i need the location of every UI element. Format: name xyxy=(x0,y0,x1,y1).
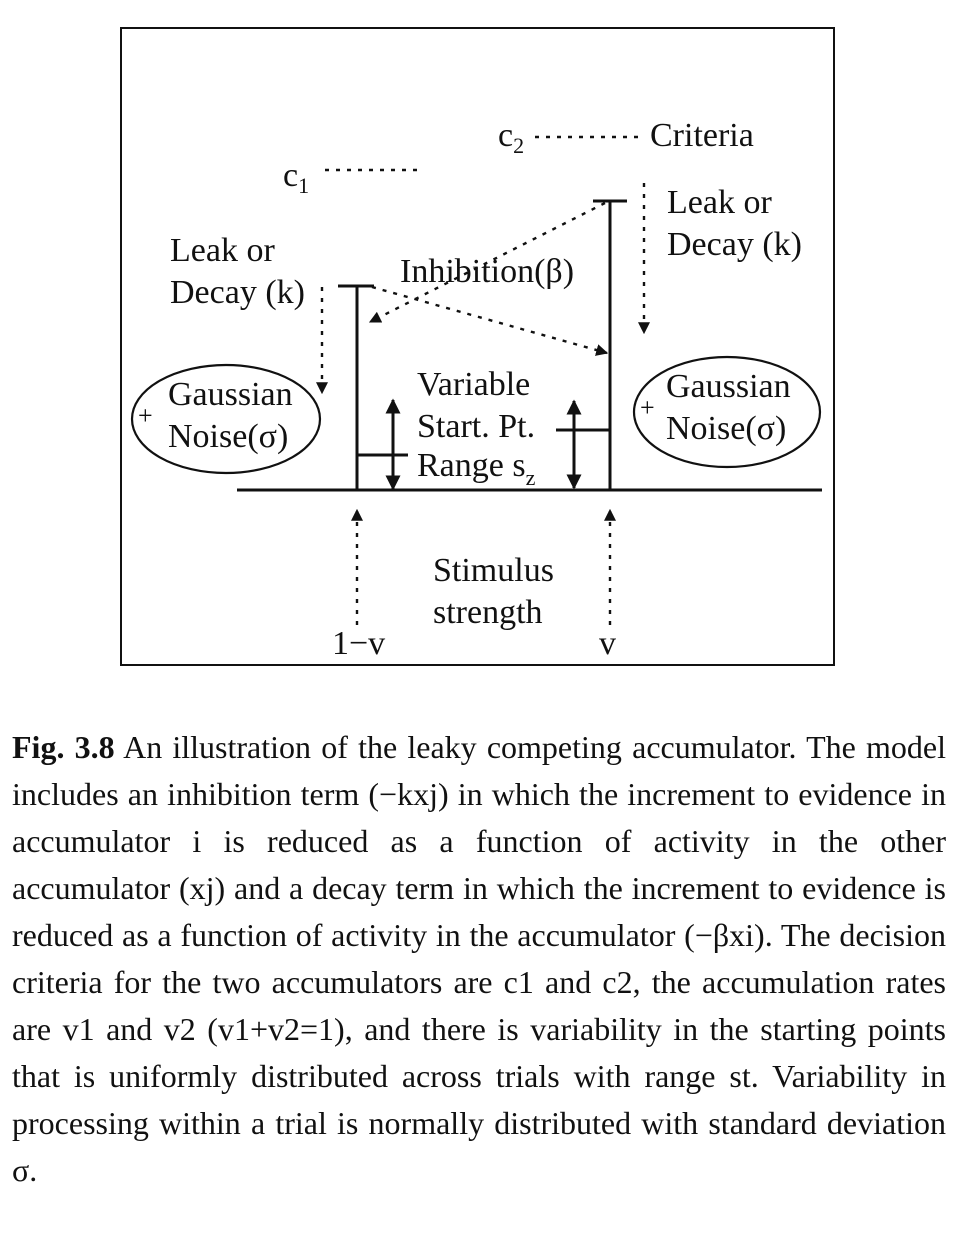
criterion-c1-subscript: 1 xyxy=(298,173,309,198)
figure-caption: Fig. 3.8 An illustration of the leaky co… xyxy=(12,724,946,1194)
caption-label: Fig. 3.8 xyxy=(12,729,115,765)
left-leak-label-line2: Decay (k) xyxy=(170,274,305,311)
left-noise-ellipse xyxy=(130,363,322,475)
svg-text:c2: c2 xyxy=(498,117,524,158)
left-noise-plus: + xyxy=(138,401,153,430)
right-leak-label-line2: Decay (k) xyxy=(667,226,802,263)
criterion-c2-subscript: 2 xyxy=(513,133,524,158)
criterion-c2-label: c xyxy=(498,117,513,154)
inhibition-label: Inhibition(β) xyxy=(400,253,574,290)
stimulus-label-line1: Stimulus xyxy=(433,552,554,589)
stimulus-label-line2: strength xyxy=(433,594,543,631)
left-noise-label-line2: Noise(σ) xyxy=(168,418,288,455)
criterion-c1-label: c xyxy=(283,157,298,194)
input-right-label: v xyxy=(599,625,616,662)
input-left-label: 1−v xyxy=(332,625,385,662)
right-noise-label-line1: Gaussian xyxy=(666,368,791,405)
variable-start-label-line1: Variable xyxy=(417,366,530,403)
variable-start-label-line2: Start. Pt. xyxy=(417,408,535,445)
variable-start-label-subscript: z xyxy=(526,465,536,490)
inhibition-arrow-to-right xyxy=(371,285,609,356)
figure-frame xyxy=(120,27,835,666)
variable-start-label-line3: Range s xyxy=(417,447,526,484)
criteria-label: Criteria xyxy=(650,117,754,154)
svg-text:c1: c1 xyxy=(283,157,309,198)
left-noise-label-line1: Gaussian xyxy=(168,376,293,413)
caption-text: An illustration of the leaky competing a… xyxy=(12,729,947,1188)
right-leak-label-line1: Leak or xyxy=(667,184,772,221)
right-noise-plus: + xyxy=(640,393,655,422)
right-noise-ellipse xyxy=(632,355,822,469)
lca-diagram: c1 c2 Criteria Leak or Decay (k) Leak or… xyxy=(120,27,835,666)
svg-text:Range sz: Range sz xyxy=(417,447,536,490)
right-noise-label-line2: Noise(σ) xyxy=(666,410,786,447)
left-leak-label-line1: Leak or xyxy=(170,232,275,269)
